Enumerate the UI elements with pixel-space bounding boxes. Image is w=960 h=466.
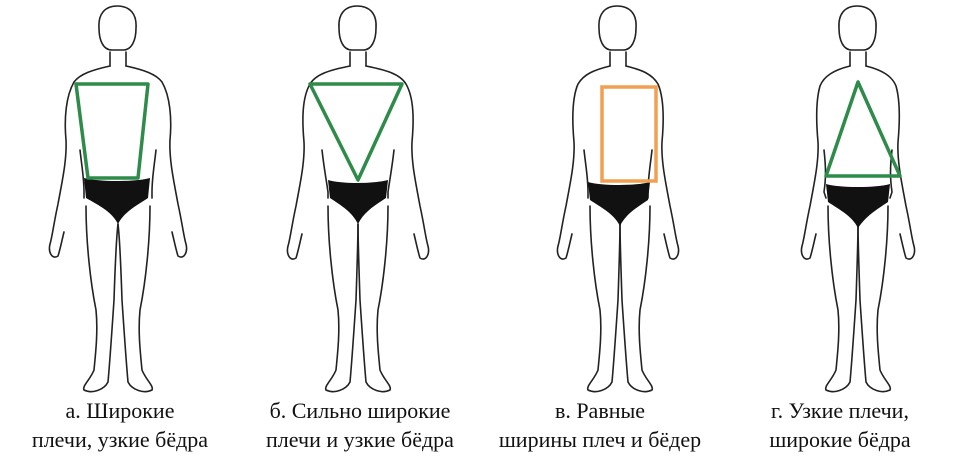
caption-c: в. Равные ширины плеч и бёдер (480, 396, 720, 454)
figure-c: в. Равные ширины плеч и бёдер (480, 0, 720, 466)
caption-d: г. Узкие плечи, широкие бёдра (720, 396, 960, 454)
caption-c-line2: ширины плеч и бёдер (480, 425, 720, 454)
shape-trapezoid-icon (76, 84, 148, 178)
underwear-c (588, 182, 650, 226)
body-silhouette-d (720, 0, 960, 400)
caption-b: б. Сильно широкие плечи и узкие бёдра (240, 396, 480, 454)
figure-a: а. Широкие плечи, узкие бёдра (0, 0, 240, 466)
underwear-a (84, 178, 150, 224)
caption-a-line1: а. Широкие (0, 396, 240, 425)
body-silhouette-a (0, 0, 240, 400)
body-silhouette-b (240, 0, 480, 400)
caption-a: а. Широкие плечи, узкие бёдра (0, 396, 240, 454)
caption-d-line2: широкие бёдра (720, 425, 960, 454)
figure-d: г. Узкие плечи, широкие бёдра (720, 0, 960, 466)
figure-b: б. Сильно широкие плечи и узкие бёдра (240, 0, 480, 466)
caption-b-line2: плечи и узкие бёдра (240, 425, 480, 454)
caption-c-line1: в. Равные (480, 396, 720, 425)
underwear-d (826, 184, 890, 228)
caption-b-line1: б. Сильно широкие (240, 396, 480, 425)
caption-a-line2: плечи, узкие бёдра (0, 425, 240, 454)
shape-rectangle-icon (602, 87, 656, 181)
underwear-b (328, 180, 388, 224)
caption-d-line1: г. Узкие плечи, (720, 396, 960, 425)
shape-triangle-icon (826, 82, 900, 176)
body-silhouette-c (480, 0, 720, 400)
